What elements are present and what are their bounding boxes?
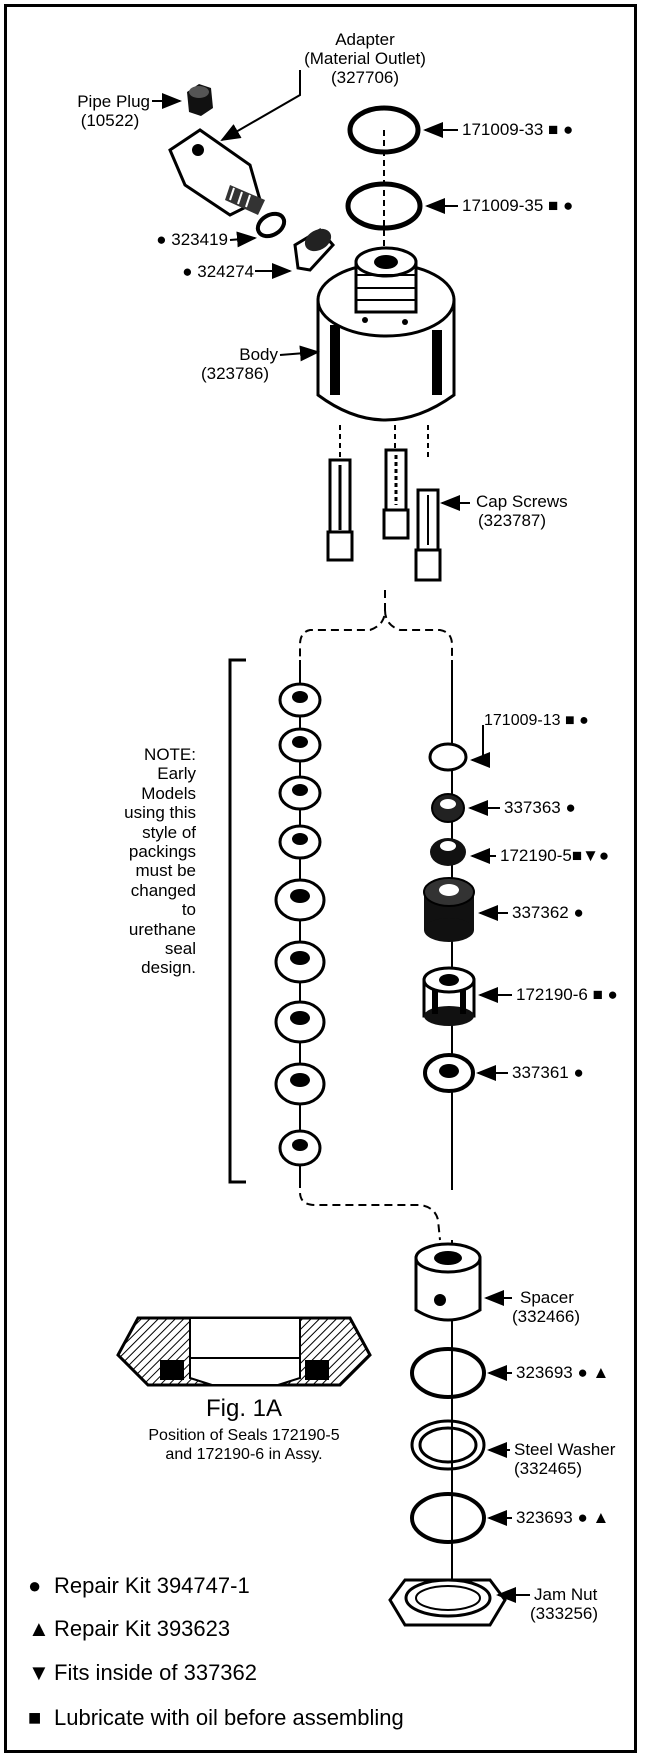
label-337362: 337362 ●	[512, 903, 584, 922]
part-337363	[431, 793, 465, 823]
label-337361: 337361 ●	[512, 1063, 584, 1082]
o-ring-171009-13	[428, 742, 468, 772]
label-172190-6: 172190-6 ■ ●	[516, 985, 618, 1004]
washer-323419	[255, 211, 287, 239]
label-324274: ● 324274	[182, 262, 254, 281]
label-323693-upper: 323693 ● ▲	[516, 1363, 610, 1382]
legend-fits-inside: ▼Fits inside of 337362	[28, 1660, 258, 1685]
legend-repair-kit-394747: ●Repair Kit 394747-1	[28, 1573, 250, 1598]
o-ring-171009-35	[345, 181, 423, 231]
square-symbol-icon: ■	[28, 1705, 42, 1730]
body-part	[316, 246, 456, 422]
pipe-plug-label: Pipe Plug	[77, 92, 150, 111]
pipe-plug-part	[187, 84, 213, 116]
pipe-plug-part-number: (10522)	[80, 111, 140, 130]
circle-symbol-icon: ●	[28, 1573, 42, 1598]
cap-screws-part-number: (323787)	[478, 511, 547, 530]
spacer-part	[414, 1242, 482, 1322]
steel-washer-label: Steel Washer	[514, 1440, 616, 1459]
spacer-label: Spacer	[520, 1288, 574, 1307]
triangle-up-symbol-icon: ▲	[28, 1616, 50, 1641]
legend-repair-kit-393623: ▲Repair Kit 393623	[28, 1616, 231, 1641]
seal-172190-6	[422, 966, 476, 1026]
adapter-desc-label: (Material Outlet)	[304, 49, 426, 68]
label-171009-33: 171009-33 ■ ●	[462, 120, 574, 139]
label-323693-lower: 323693 ● ▲	[516, 1508, 610, 1527]
label-172190-5: 172190-5■▼●	[500, 846, 610, 865]
o-ring-171009-33	[347, 105, 421, 155]
part-337361	[423, 1053, 475, 1093]
fig-1a-cross-section	[116, 1316, 372, 1387]
figure-subtitle-line-1: Position of Seals 172190-5	[148, 1427, 340, 1444]
jam-nut-part	[388, 1578, 507, 1627]
body-label: Body	[239, 345, 278, 364]
seal-324274	[293, 228, 336, 272]
label-337363: 337363 ●	[504, 798, 576, 817]
label-171009-35: 171009-35 ■ ●	[462, 196, 574, 215]
o-ring-323693-lower	[410, 1492, 486, 1544]
seal-172190-5	[430, 838, 466, 866]
triangle-down-symbol-icon: ▼	[28, 1660, 50, 1685]
legend-lubricate: ■Lubricate with oil before assembling	[28, 1705, 404, 1730]
part-337362	[423, 877, 475, 942]
old-style-packings-stack	[274, 660, 326, 1180]
jam-nut-label: Jam Nut	[534, 1585, 598, 1604]
figure-subtitle-line-2: and 172190-6 in Assy.	[165, 1446, 323, 1463]
o-ring-323693-upper	[410, 1347, 486, 1399]
body-part-number: (323786)	[200, 364, 270, 383]
figure-title: Fig. 1A	[205, 1395, 283, 1422]
cap-screws-label: Cap Screws	[476, 492, 568, 511]
adapter-label: Adapter	[335, 30, 395, 49]
packing-note: NOTE: Early Models using this style of p…	[124, 745, 196, 978]
label-323419: ● 323419	[156, 230, 228, 249]
jam-nut-part-number: (333256)	[530, 1604, 599, 1623]
steel-washer-part-number: (332465)	[514, 1459, 583, 1478]
leader-arrows	[152, 70, 530, 1603]
label-171009-13: 171009-13 ■ ●	[484, 712, 589, 729]
page-border	[4, 4, 637, 1753]
spacer-part-number: (332466)	[512, 1307, 581, 1326]
adapter-part-number: (327706)	[330, 68, 400, 87]
cap-screws-part	[326, 448, 442, 582]
steel-washer-part	[410, 1419, 486, 1471]
adapter-part	[168, 128, 265, 217]
